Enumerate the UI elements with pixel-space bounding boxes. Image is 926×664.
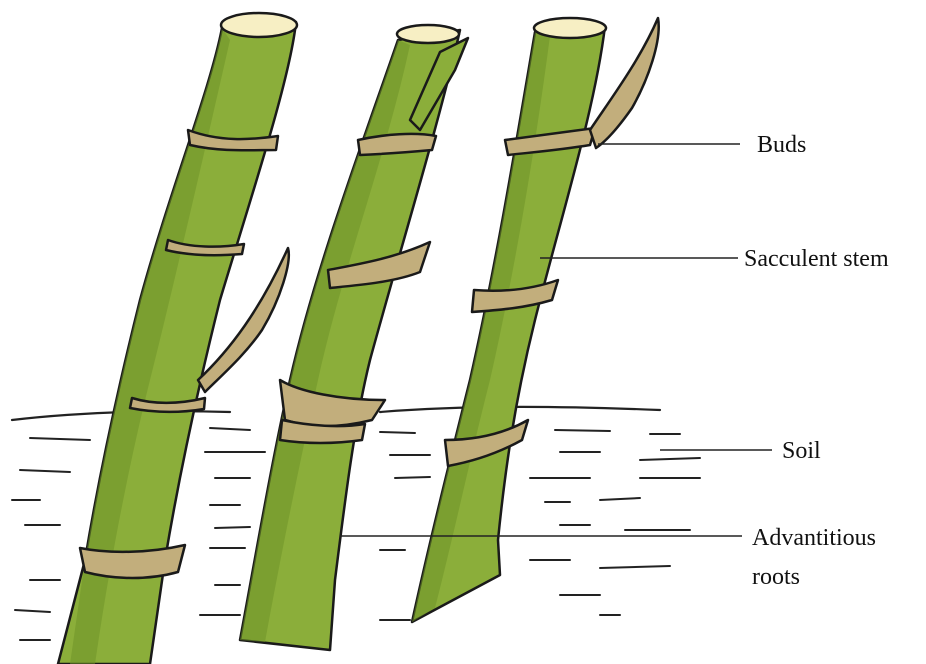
label-buds: Buds — [757, 132, 806, 158]
label-sacculent-stem: Sacculent stem — [744, 246, 889, 272]
label-soil: Soil — [782, 438, 821, 464]
stem-right-cut — [534, 18, 606, 38]
label-advantitious: Advantitious — [752, 525, 876, 551]
stem-left-cut — [221, 13, 297, 37]
stem-middle-node-1 — [358, 134, 436, 155]
stem-right — [412, 18, 659, 622]
label-roots: roots — [752, 564, 800, 590]
stem-middle-cut — [397, 25, 459, 43]
